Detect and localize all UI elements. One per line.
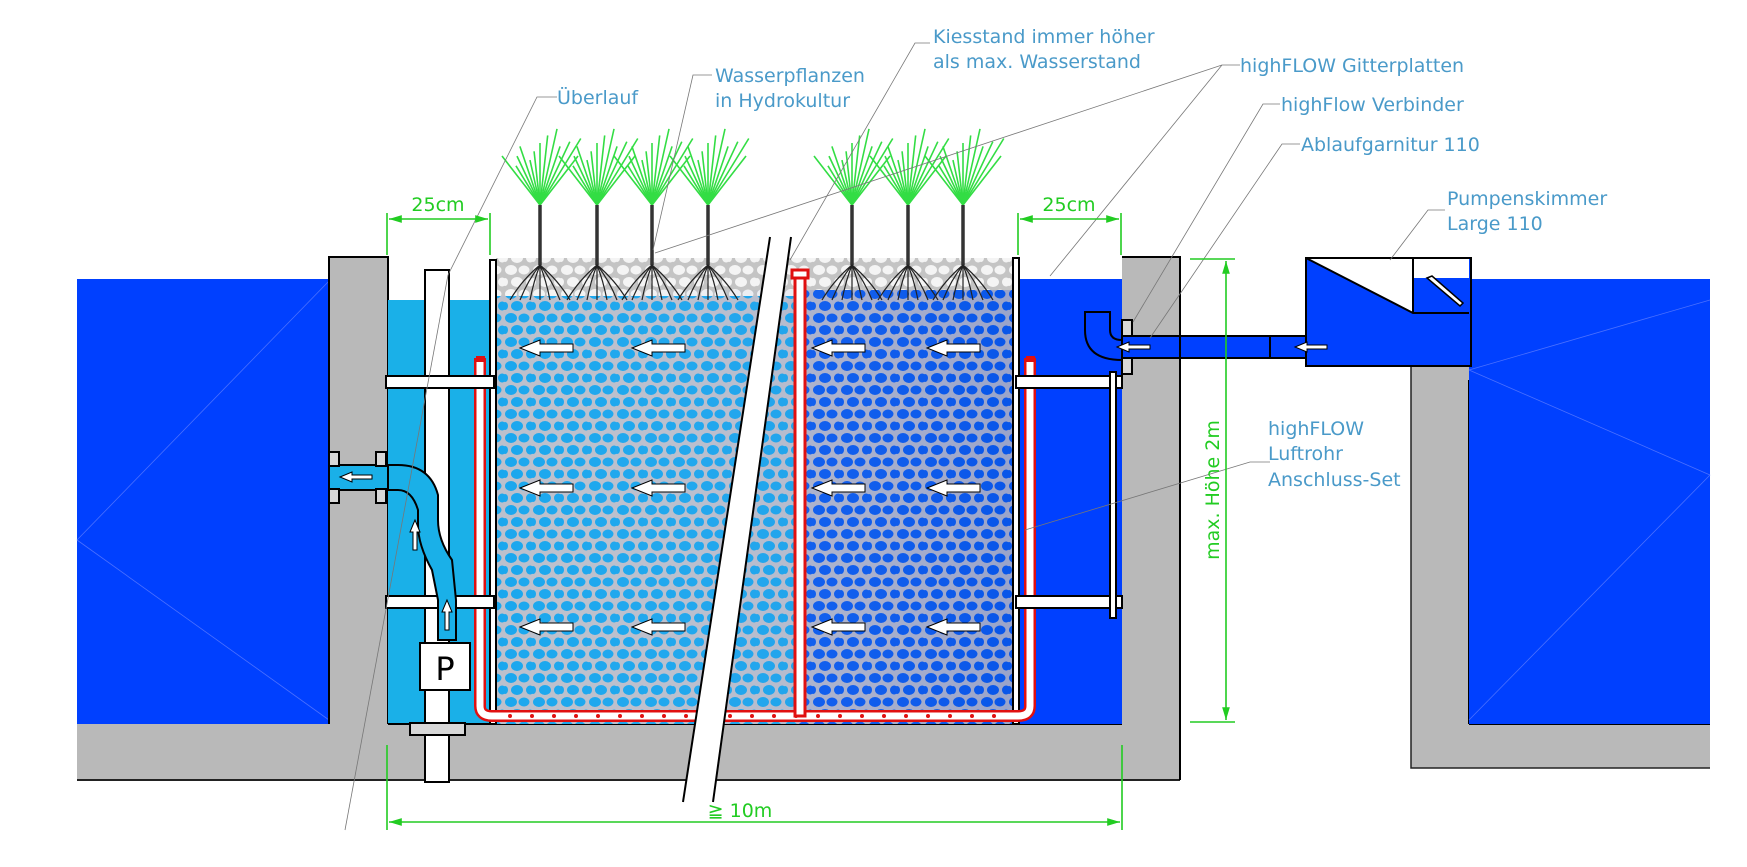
air-hole — [926, 714, 930, 718]
plant — [558, 128, 639, 301]
plant — [613, 128, 694, 301]
dimension-max-height: max. Höhe 2m — [1190, 258, 1235, 723]
gitterplatte-connector — [1109, 371, 1117, 619]
air-hole — [684, 714, 688, 718]
dimension-left-25cm: 25cm — [386, 194, 491, 255]
flow-arrow-left — [630, 339, 686, 357]
air-hole — [948, 714, 952, 718]
dimension-total-length: ≧ 10m — [386, 745, 1123, 830]
label-luftrohr-2: Luftrohr — [1268, 443, 1343, 465]
flow-arrow-left — [810, 339, 866, 357]
label-luftrohr-3: Anschluss-Set — [1268, 469, 1401, 491]
air-hole — [772, 714, 776, 718]
pump-label: P — [435, 650, 454, 688]
air-hole — [574, 714, 578, 718]
plant — [501, 128, 582, 301]
label-ueberlauf: Überlauf — [557, 86, 639, 109]
concrete-left-base — [77, 257, 1180, 780]
air-hole — [640, 714, 644, 718]
flow-arrow-left — [630, 479, 686, 497]
air-hole — [860, 714, 864, 718]
pumpenskimmer-large-110 — [1293, 257, 1472, 367]
air-hole — [904, 714, 908, 718]
label-luftrohr-1: highFLOW — [1268, 418, 1364, 440]
section-break — [683, 237, 791, 802]
flow-arrow-left — [518, 479, 574, 497]
upper-bracket — [385, 375, 495, 389]
dim-right-gap-label: 25cm — [1042, 194, 1095, 216]
air-hole — [508, 714, 512, 718]
plant — [669, 128, 750, 301]
label-kiesstand-2: als max. Wasserstand — [933, 51, 1141, 73]
left-pond-water — [77, 279, 329, 724]
air-hole — [596, 714, 600, 718]
label-gitterplatten: highFLOW Gitterplatten — [1240, 55, 1464, 77]
air-hole — [992, 714, 996, 718]
left-pond — [76, 279, 330, 724]
flow-arrow-left — [630, 618, 686, 636]
right-pond-water — [1469, 279, 1710, 724]
flow-arrow-left — [925, 339, 981, 357]
air-hole — [552, 714, 556, 718]
gitterplatte-left — [489, 259, 497, 725]
flow-arrow-left — [518, 618, 574, 636]
gravel-filter-bed — [496, 258, 1014, 724]
flow-arrow-left — [925, 479, 981, 497]
air-hole — [970, 714, 974, 718]
air-hole — [662, 714, 666, 718]
arrow-up-2 — [441, 598, 453, 631]
skimmer-flap — [1425, 275, 1465, 308]
air-hole — [618, 714, 622, 718]
label-ablaufgarnitur: Ablaufgarnitur 110 — [1301, 134, 1480, 156]
dim-total-length-label: ≧ 10m — [708, 800, 773, 822]
right-lower-bracket — [1015, 595, 1123, 609]
leader-lines — [344, 42, 1445, 831]
label-wasserpflanzen-2: in Hydrokultur — [715, 90, 850, 112]
label-verbinder: highFlow Verbinder — [1281, 94, 1464, 116]
arrow-left-outlet — [338, 471, 373, 483]
air-hole — [728, 714, 732, 718]
concrete-right-base — [1411, 366, 1710, 768]
pump-box — [419, 642, 471, 691]
flow-arrow-left — [518, 339, 574, 357]
air-hole — [816, 714, 820, 718]
flow-arrow-left — [925, 618, 981, 636]
dim-max-height-label: max. Höhe 2m — [1202, 420, 1224, 560]
arrow-skimmer — [1293, 341, 1328, 353]
pump: P — [419, 642, 471, 691]
label-pumpenskimmer-2: Large 110 — [1447, 213, 1543, 235]
flow-arrow-left — [810, 479, 866, 497]
dimension-right-25cm: 25cm — [1017, 194, 1122, 255]
flow-arrow-left — [810, 618, 866, 636]
air-hole — [530, 714, 534, 718]
gitterplatte-right — [1012, 257, 1020, 725]
arrow-up-1 — [409, 518, 421, 551]
label-wasserpflanzen-1: Wasserpflanzen — [715, 65, 865, 87]
air-hole — [838, 714, 842, 718]
flow-arrows — [518, 339, 981, 636]
pipe-to-skimmer — [1179, 335, 1307, 359]
dim-left-gap-label: 25cm — [411, 194, 464, 216]
air-pipe-set — [474, 268, 1036, 722]
callout-labels: Überlauf Wasserpflanzen in Hydrokultur K… — [557, 26, 1607, 491]
label-pumpenskimmer-1: Pumpenskimmer — [1447, 188, 1607, 210]
right-upper-bracket — [1015, 375, 1123, 389]
plant — [869, 128, 950, 301]
pump-outlet-pipe — [328, 451, 457, 641]
water-plants — [501, 128, 1005, 301]
air-hole — [882, 714, 886, 718]
plant — [924, 128, 1005, 301]
plant — [813, 128, 894, 301]
air-hole — [750, 714, 754, 718]
label-kiesstand-1: Kiesstand immer höher — [933, 26, 1155, 48]
